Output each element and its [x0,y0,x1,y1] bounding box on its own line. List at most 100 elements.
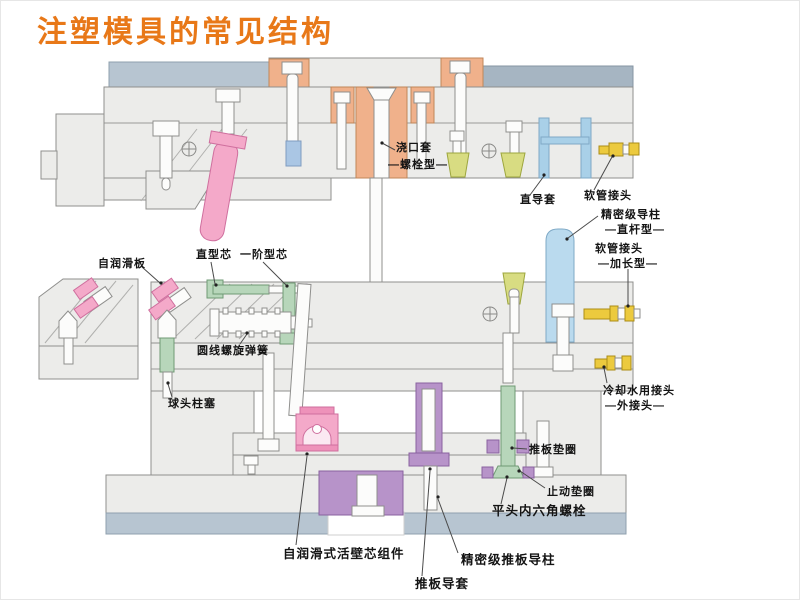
connector-band [614,357,623,369]
label-ejector-plate-guide-sleeve: 推板导套 [415,576,469,591]
ejector-pin [257,352,280,452]
crosshair-mark [482,306,498,322]
bolt-shaft [416,102,427,170]
angle-pin [199,130,248,242]
interlock-wedge [500,120,526,178]
coil-mark [261,330,268,338]
cooling-water-connector [594,355,632,371]
label-ejector-plate-washer: 推板垫圈 [529,442,577,456]
bolt-head [152,120,180,137]
pin-shaft [262,352,275,440]
connector-tip [624,305,635,322]
sprue-bore [373,86,390,179]
bolt-tip [161,177,171,191]
spring-body [218,311,292,334]
plunger-shaft [162,371,173,399]
guide-pillar-lower [423,465,438,511]
wedge [500,152,526,178]
ejector-guide-bushing [408,382,450,511]
clamp-band-right [482,65,634,88]
label-hose-connector-long: 软管接头 [595,241,643,255]
bushing-flange [408,452,450,467]
label-hose-connector-long-type: —加长型— [598,256,658,270]
sleeve-bar [540,136,590,145]
label-flat-head-socket-bolt: 平头内六角螺栓 [492,503,587,518]
ejector-guide-block [318,470,404,517]
cavity-plate-left-tab [40,150,58,180]
pin-shaft [509,296,520,334]
fixed-half [40,57,634,242]
plunger-shaft [63,337,74,365]
guide-pillar [356,474,378,508]
side-slide-base [38,345,139,380]
lubricating-plate [73,295,100,319]
connector-stem [598,145,610,155]
label-cooling-water-connector: 冷却水用接头 [603,383,675,397]
connector-body [608,142,624,157]
ejector-washer [486,439,500,454]
coil-mark [248,307,255,315]
spring-cap [209,308,220,337]
guide-pillar-foot [351,505,385,517]
lubricating-plate [72,277,99,301]
stop-bolt [481,332,535,479]
sprue-bushing [330,86,435,179]
bolt-shaft [221,101,235,135]
label-stepped-core-pin: 一阶型芯 [240,247,288,261]
coil-mark [235,307,242,315]
connector-tip [621,355,632,371]
label-precision-guide-pillar-type: —直杆型— [605,222,665,236]
socket-bolt [152,120,180,191]
bolt-head [413,91,431,104]
sleeve-wall [538,117,550,179]
connector-collar [609,305,619,322]
self-lubricating-plates-left [72,277,113,319]
crosshair-mark [181,141,197,157]
spacer-rail-right [522,390,602,480]
wedge [446,152,470,178]
interlock-wedge [502,272,526,334]
label-sprue-bushing: 浇口套 [396,140,432,154]
crosshair-mark [481,143,497,159]
bolt-head [243,455,259,466]
connector-body [583,308,611,320]
label-cooling-water-connector-type: —外接头— [605,398,665,412]
label-self-lubricating-plate: 自润滑板 [98,256,146,270]
connector-tip [628,142,640,156]
hatch-line [84,284,134,344]
label-ball-plunger: 球头柱塞 [168,396,216,410]
label-sprue-bushing-type: —螺栓型— [388,157,448,171]
connector-band [617,307,626,320]
interlock-wedge [446,130,470,178]
pin-foot [257,438,280,452]
socket-bolt [551,303,575,372]
bolt-head [551,303,575,318]
ball-plunger [157,309,177,399]
hose-connector-extended [583,305,641,322]
connector-end [633,308,641,319]
label-precision-ejector-guide-pillar: 精密级推板导柱 [461,552,556,567]
lubricating-plate [151,277,179,303]
cavity-insert [285,140,302,167]
bolt-head [215,88,241,103]
coil-mark [222,307,229,315]
socket-bolt [243,455,259,475]
bolt-shaft [336,102,347,170]
clamp-band-left [108,61,270,88]
sprue-wall [355,86,375,179]
sprue-puller-rod [369,177,383,285]
moving-half [38,142,641,536]
label-slide-core-unit: 自润滑式活壁芯组件 [283,546,405,561]
label-precision-guide-pillar: 精密级导柱 [601,207,661,221]
label-straight-guide-sleeve: 直导套 [520,192,556,206]
coil-mark [274,307,281,315]
connector-band [622,144,630,155]
bolt-head [281,61,303,75]
core-rod [212,284,270,295]
socket-bolt [215,88,241,135]
straight-guide-sleeve [538,117,592,179]
bolt-head [505,120,523,133]
cavity-plate-left-step [55,113,105,207]
bolt-shaft [556,316,570,362]
